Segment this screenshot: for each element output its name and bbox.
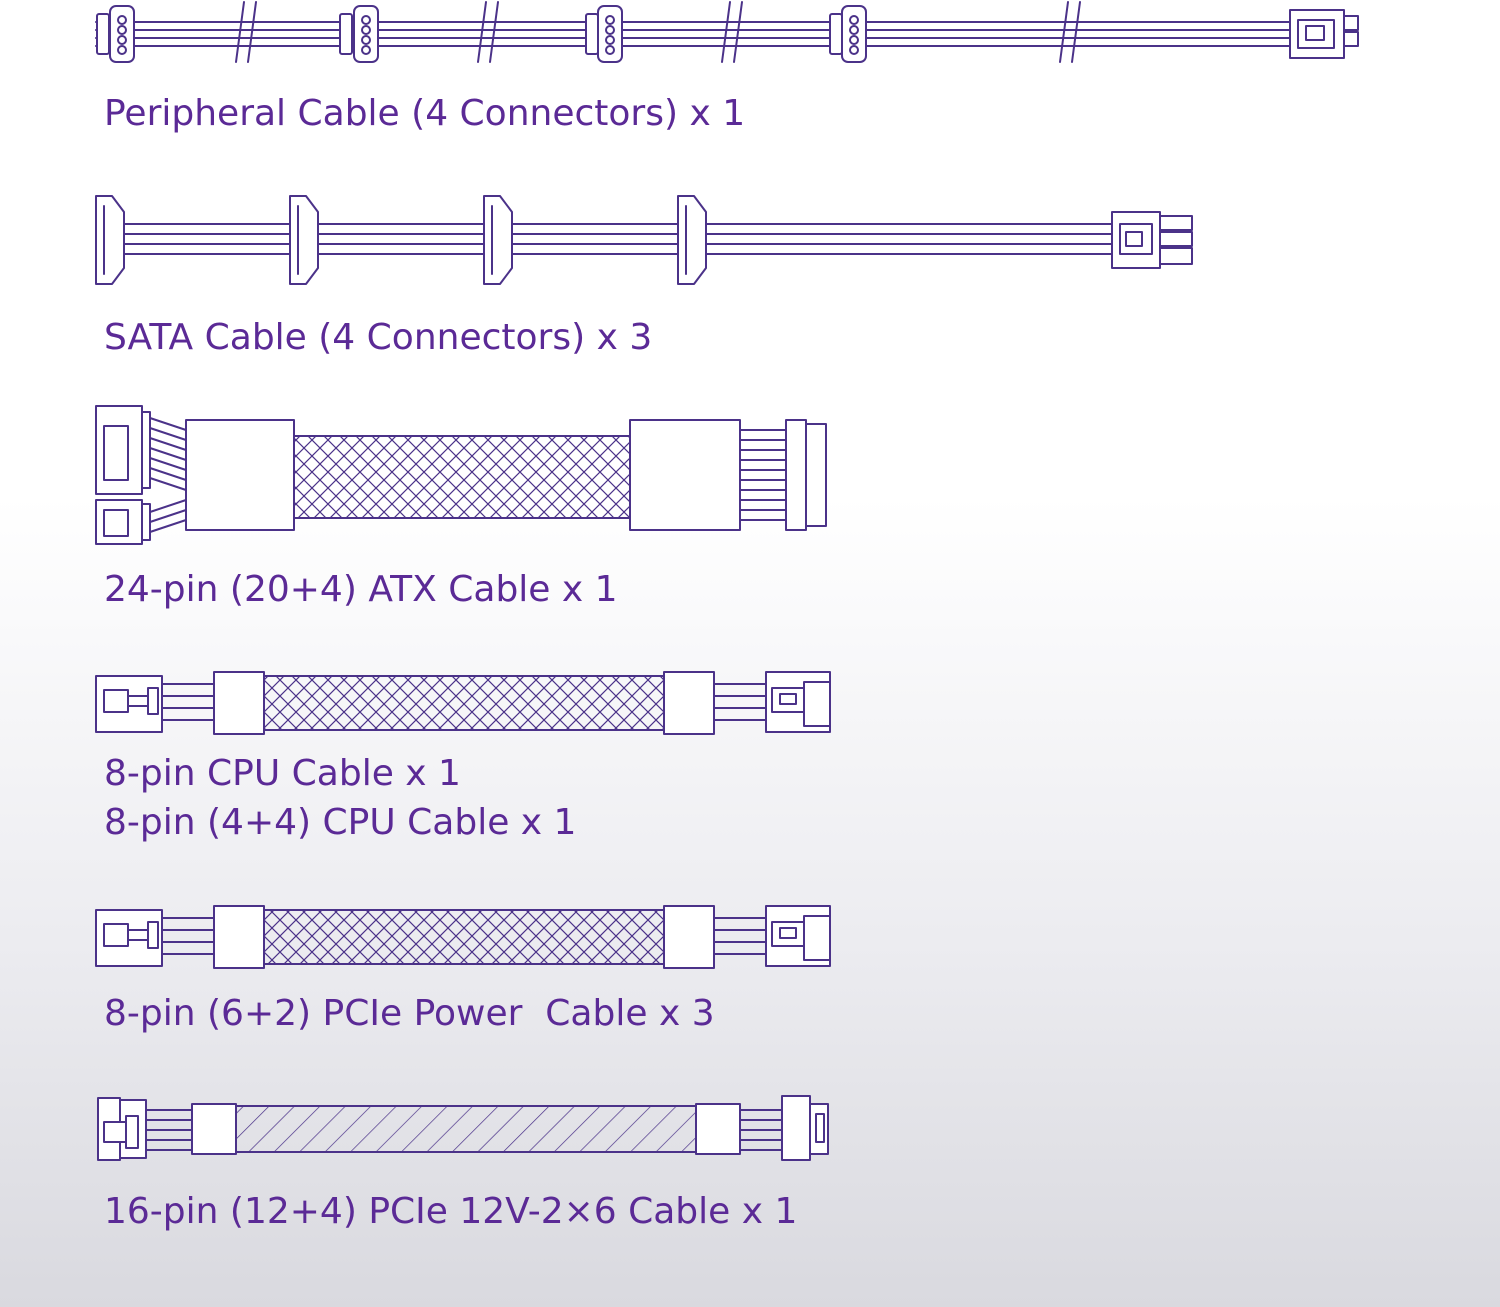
sata-connector xyxy=(289,195,319,285)
atx-right-wires xyxy=(739,429,787,521)
pcie16-left-sleeve-clamp xyxy=(191,1103,237,1155)
atx-left-sleeve-clamp xyxy=(185,419,295,531)
molex-connector xyxy=(585,5,623,63)
cpu-right-sleeve-clamp xyxy=(663,671,715,735)
pcie-right-connector xyxy=(765,905,831,967)
pcie-wires xyxy=(161,917,767,955)
cable-label-peripheral: Peripheral Cable (4 Connectors) x 1 xyxy=(104,93,746,134)
sata-wires xyxy=(109,223,1113,255)
pcie16-right-connector xyxy=(781,1095,829,1161)
cpu-left-connector xyxy=(95,675,163,733)
molex-connector xyxy=(339,5,379,63)
psu-end-connector xyxy=(1289,9,1359,59)
atx-left-wires xyxy=(149,417,187,533)
peripheral-wires xyxy=(95,21,1291,47)
cpu-mesh-sleeve xyxy=(263,675,665,731)
pcie16-diagonal-sleeve xyxy=(235,1105,697,1153)
sata-connector xyxy=(95,195,125,285)
cpu-wires xyxy=(161,683,767,721)
molex-connector xyxy=(829,5,867,63)
pcie16-right-sleeve-clamp xyxy=(695,1103,741,1155)
atx-psu-connector xyxy=(785,419,827,531)
pcie16-wires xyxy=(145,1109,783,1151)
pcie-left-sleeve-clamp xyxy=(213,905,265,969)
cable-label-cpu-8pin: 8-pin CPU Cable x 1 xyxy=(104,753,461,794)
pcie16-left-connector xyxy=(97,1097,147,1161)
atx-right-sleeve-clamp xyxy=(629,419,741,531)
sata-connector xyxy=(677,195,707,285)
atx-mesh-sleeve xyxy=(293,435,631,519)
atx-4pin-connector xyxy=(95,499,151,545)
pcie-mesh-sleeve xyxy=(263,909,665,965)
pcie-right-sleeve-clamp xyxy=(663,905,715,969)
atx-20pin-connector xyxy=(95,405,151,495)
cable-label-pcie-16pin: 16-pin (12+4) PCIe 12V-2×6 Cable x 1 xyxy=(104,1191,798,1232)
cpu-left-sleeve-clamp xyxy=(213,671,265,735)
sata-connector xyxy=(483,195,513,285)
cable-label-atx: 24-pin (20+4) ATX Cable x 1 xyxy=(104,569,618,610)
length-break-marks xyxy=(235,1,1081,63)
molex-connector xyxy=(96,5,135,63)
psu-end-connector xyxy=(1111,211,1193,269)
cable-label-sata: SATA Cable (4 Connectors) x 3 xyxy=(104,317,653,358)
cable-label-pcie-8pin: 8-pin (6+2) PCIe Power Cable x 3 xyxy=(104,993,715,1034)
cpu-right-connector xyxy=(765,671,831,733)
pcie-left-connector xyxy=(95,909,163,967)
cable-label-cpu-4plus4: 8-pin (4+4) CPU Cable x 1 xyxy=(104,802,577,843)
